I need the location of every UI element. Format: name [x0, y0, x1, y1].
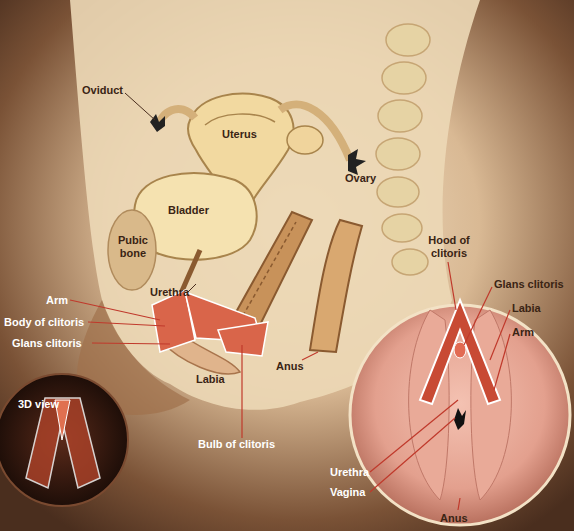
- vaginal-folds: [236, 222, 296, 328]
- inset-circle: 3D view: [0, 374, 128, 506]
- part-label: Oviduct: [82, 84, 123, 97]
- part-label: Arm: [46, 294, 68, 307]
- pubic-bone-shape: [108, 210, 156, 290]
- uterus-cavity: [205, 114, 275, 125]
- circle-outline: [0, 374, 128, 506]
- part-label: Urethra: [150, 286, 189, 299]
- part-label: Urethra: [330, 466, 369, 479]
- clitoris-structure: [152, 290, 268, 356]
- part-label: Arm: [512, 326, 534, 339]
- rectum-tube: [310, 220, 362, 352]
- vaginal-opening: [454, 408, 466, 430]
- part-label: Glans clitoris: [12, 337, 82, 350]
- inset-title: 3D view: [18, 398, 59, 410]
- part-label: Vagina: [330, 486, 365, 499]
- part-label: Pubic bone: [112, 234, 154, 260]
- leader-lines: [370, 262, 510, 510]
- part-label: Hood of clitoris: [418, 234, 480, 260]
- vulva-inset: [350, 305, 570, 525]
- part-label: Ovary: [345, 172, 376, 185]
- part-label: Glans clitoris: [494, 278, 564, 291]
- spine: [376, 24, 430, 275]
- part-label: Bulb of clitoris: [198, 438, 275, 451]
- part-label: Labia: [512, 302, 541, 315]
- inset-circle: [0, 374, 128, 506]
- part-label: Uterus: [222, 128, 257, 141]
- labia-left: [409, 310, 450, 500]
- oviduct-right: [280, 104, 350, 160]
- clitoris-3d: [26, 398, 100, 488]
- part-label: Body of clitoris: [4, 316, 84, 329]
- leader-lines: [125, 93, 196, 292]
- ovary-shape: [287, 126, 323, 154]
- part-label: Labia: [196, 373, 225, 386]
- part-label: Anus: [276, 360, 304, 373]
- labia-right: [471, 310, 512, 500]
- fimbriae: [150, 114, 165, 132]
- part-label: Bladder: [168, 204, 209, 217]
- fimbriae: [348, 149, 366, 175]
- part-label: Anus: [440, 512, 468, 525]
- clitoris-arms: [420, 300, 500, 404]
